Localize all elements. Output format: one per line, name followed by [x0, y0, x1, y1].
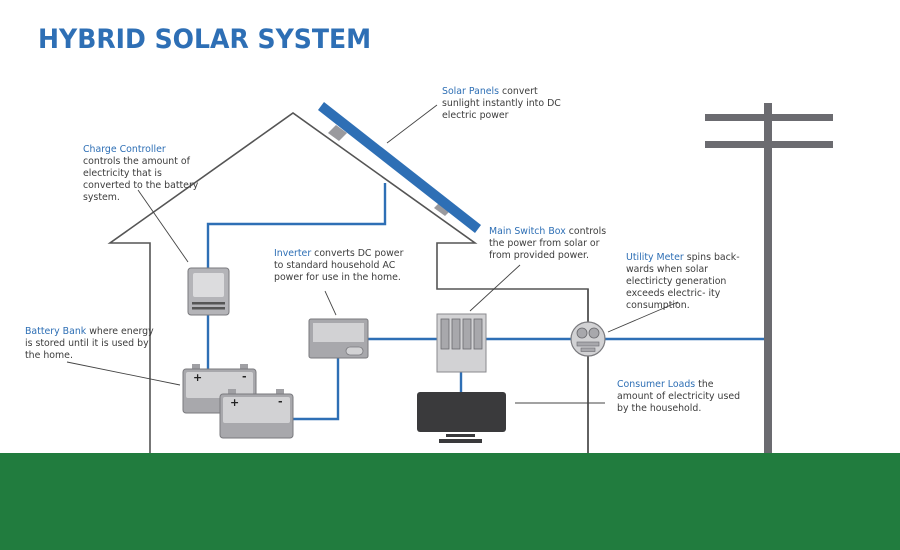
term-main-switch-box: Main Switch Box: [489, 226, 566, 237]
diagram-title: HYBRID SOLAR SYSTEM: [38, 24, 372, 55]
battery-1: [182, 364, 257, 414]
leader-solar-panels: [386, 104, 438, 144]
term-solar-panels: Solar Panels: [442, 86, 500, 97]
wire-panel-to-controller: [206, 183, 387, 268]
desc-battery-bank: where energy is stored until it is used …: [25, 326, 154, 361]
solar-panel: [318, 102, 481, 233]
solar-panel-body: [318, 102, 481, 233]
desc-solar-panels: convert sunlight instantly into DC elect…: [442, 86, 561, 121]
term-battery-bank: Battery Bank: [25, 326, 87, 337]
inverter-button: [345, 346, 364, 356]
inverter-device: [308, 318, 369, 359]
term-utility-meter: Utility Meter: [626, 252, 684, 263]
leader-lines: [66, 104, 679, 404]
ground: [0, 453, 900, 550]
controller-vent: [192, 302, 225, 305]
battery-2-negative: -: [278, 395, 283, 408]
label-charge-controller: Charge Controller controls the amount of…: [83, 144, 203, 204]
wiring: [206, 183, 764, 421]
pole-crossarm-top: [705, 114, 833, 121]
charge-controller-device: [187, 267, 230, 316]
pole-crossarm-bottom: [705, 141, 833, 148]
label-solar-panels: Solar Panels convert sunlight instantly …: [442, 86, 567, 122]
leader-battery-bank: [66, 361, 181, 386]
inverter-screen: [313, 323, 364, 342]
label-consumer-loads: Consumer Loads the amount of electricity…: [617, 379, 747, 415]
label-utility-meter: Utility Meter spins back- wards when sol…: [626, 252, 756, 312]
desc-charge-controller: controls the amount of electricity that …: [83, 156, 199, 203]
desc-inverter: converts DC power to standard household …: [274, 248, 404, 283]
consumer-load-tv: [417, 392, 506, 443]
leader-main-switch: [469, 264, 521, 312]
wire-battery-to-inverter: [293, 358, 340, 421]
utility-meter-device: [570, 289, 606, 453]
pole-shaft: [764, 103, 772, 453]
desc-consumer-loads: the amount of electricity used by the ho…: [617, 379, 741, 414]
controller-screen: [193, 273, 224, 297]
controller-vent: [192, 307, 225, 310]
term-inverter: Inverter: [274, 248, 312, 259]
battery-1-positive: +: [193, 371, 202, 384]
term-consumer-loads: Consumer Loads: [617, 379, 696, 390]
battery-2: [219, 389, 294, 439]
label-main-switch-box: Main Switch Box controls the power from …: [489, 226, 607, 262]
battery-2-positive: +: [230, 396, 239, 409]
term-charge-controller: Charge Controller: [83, 144, 166, 155]
leader-charge-controller: [137, 189, 189, 263]
desc-main-switch-box: controls the power from solar or from pr…: [489, 226, 607, 261]
panel-mount-top: [328, 125, 347, 141]
battery-1-negative: -: [242, 370, 247, 383]
house-outline: [107, 112, 589, 453]
leader-inverter: [324, 290, 337, 316]
utility-pole: [705, 103, 833, 453]
label-battery-bank: Battery Bank where energy is stored unti…: [25, 326, 155, 362]
label-inverter: Inverter converts DC power to standard h…: [274, 248, 404, 284]
desc-utility-meter: spins back- wards when solar electiricty…: [626, 252, 740, 311]
leader-utility-meter: [607, 301, 679, 333]
main-switch-box-device: [436, 313, 487, 373]
